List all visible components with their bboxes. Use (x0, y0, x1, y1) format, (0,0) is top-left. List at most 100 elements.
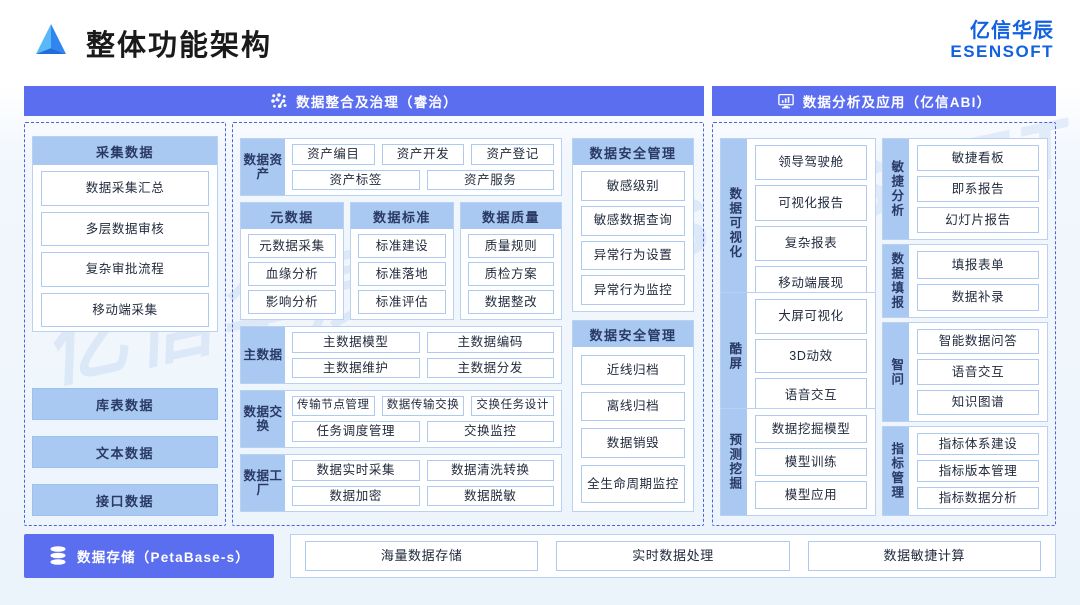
cell-adhoc-report[interactable]: 即系报告 (917, 176, 1039, 202)
cell-data-supplement[interactable]: 数据补录 (917, 283, 1039, 311)
cell-impact-analysis[interactable]: 影响分析 (248, 290, 336, 314)
group-master-data-label: 主数据 (241, 327, 285, 383)
brand-name-en: ESENSOFT (950, 42, 1054, 61)
cell-indicator-data-analysis[interactable]: 指标数据分析 (917, 487, 1039, 509)
group-data-security-2: 数据安全管理 近线归档 离线归档 数据销毁 全生命周期监控 (572, 320, 694, 512)
cell-anomaly-config[interactable]: 异常行为设置 (581, 240, 685, 271)
cell-indicator-version-mgmt[interactable]: 指标版本管理 (917, 460, 1039, 482)
cell-standard-landing[interactable]: 标准落地 (358, 262, 446, 286)
cell-complex-approval-flow[interactable]: 复杂审批流程 (41, 252, 209, 287)
cell-knowledge-graph[interactable]: 知识图谱 (917, 389, 1039, 415)
group-data-filling: 数据填报 填报表单 数据补录 (882, 244, 1048, 318)
group-metadata-header: 元数据 (241, 203, 343, 229)
group-data-security-1: 数据安全管理 敏感级别 敏感数据查询 异常行为设置 异常行为监控 (572, 138, 694, 312)
cell-multilevel-review[interactable]: 多层数据审核 (41, 211, 209, 246)
cell-anomaly-monitoring[interactable]: 异常行为监控 (581, 275, 685, 305)
cell-slide-report[interactable]: 幻灯片报告 (917, 207, 1039, 233)
cell-metadata-collection[interactable]: 元数据采集 (248, 234, 336, 258)
cell-data-masking[interactable]: 数据脱敏 (426, 485, 554, 506)
group-data-asset-label: 数据资产 (241, 139, 285, 195)
blue-prism-logo-icon (36, 24, 66, 54)
cell-large-screen-visual[interactable]: 大屏可视化 (755, 299, 867, 334)
bar-table-data[interactable]: 库表数据 (32, 388, 218, 420)
cell-mining-model[interactable]: 数据挖掘模型 (755, 415, 867, 443)
cell-leader-cockpit[interactable]: 领导驾驶舱 (755, 145, 867, 181)
section-header-governance-label: 数据整合及治理（睿治） (296, 95, 458, 110)
bar-interface-data[interactable]: 接口数据 (32, 484, 218, 516)
cell-realtime-collection[interactable]: 数据实时采集 (292, 460, 420, 481)
group-predictive-mining: 预测挖掘 数据挖掘模型 模型训练 模型应用 (720, 408, 876, 516)
cell-master-data-maintain[interactable]: 主数据维护 (292, 357, 420, 378)
cell-quality-rules[interactable]: 质量规则 (468, 234, 554, 258)
cell-exchange-monitoring[interactable]: 交换监控 (426, 420, 554, 442)
cell-voice-interaction-cool[interactable]: 语音交互 (755, 378, 867, 414)
cell-visual-report[interactable]: 可视化报告 (755, 185, 867, 221)
group-data-standard-header: 数据标准 (351, 203, 453, 229)
cell-massive-storage[interactable]: 海量数据存储 (305, 541, 539, 571)
cell-fill-form[interactable]: 填报表单 (917, 251, 1039, 279)
cell-realtime-processing[interactable]: 实时数据处理 (556, 541, 790, 571)
cell-master-data-coding[interactable]: 主数据编码 (426, 332, 554, 353)
cell-agile-dashboard[interactable]: 敏捷看板 (917, 145, 1039, 171)
group-data-exchange-label: 数据交换 (241, 391, 285, 447)
section-header-analytics: 数据分析及应用（亿信ABI） (712, 86, 1056, 116)
cell-complex-report[interactable]: 复杂报表 (755, 225, 867, 261)
bar-text-data[interactable]: 文本数据 (32, 436, 218, 468)
group-master-data: 主数据 主数据模型 主数据编码 主数据维护 主数据分发 (240, 326, 562, 384)
group-data-quality: 数据质量 质量规则 质检方案 数据整改 (460, 202, 562, 320)
cell-data-destruction[interactable]: 数据销毁 (581, 428, 685, 459)
cell-exchange-task-design[interactable]: 交换任务设计 (471, 396, 555, 416)
cell-model-application[interactable]: 模型应用 (755, 481, 867, 509)
cell-standard-assessment[interactable]: 标准评估 (358, 290, 446, 314)
cell-data-rectification[interactable]: 数据整改 (468, 290, 554, 314)
cell-model-training[interactable]: 模型训练 (755, 448, 867, 476)
cell-transfer-node-mgmt[interactable]: 传输节点管理 (292, 396, 375, 416)
cell-lineage-analysis[interactable]: 血缘分析 (248, 262, 336, 286)
cell-data-encryption[interactable]: 数据加密 (292, 485, 420, 506)
cell-sensitivity-level[interactable]: 敏感级别 (581, 171, 685, 201)
cell-asset-catalog[interactable]: 资产编目 (292, 144, 375, 165)
cell-sensitive-data-query[interactable]: 敏感数据查询 (581, 205, 685, 236)
cell-data-transfer-exchange[interactable]: 数据传输交换 (381, 396, 465, 416)
cell-asset-tag[interactable]: 资产标签 (292, 169, 420, 190)
cell-standard-construction[interactable]: 标准建设 (358, 234, 446, 258)
cell-master-data-model[interactable]: 主数据模型 (292, 332, 420, 353)
cell-indicator-system-build[interactable]: 指标体系建设 (917, 433, 1039, 455)
group-data-security-2-header: 数据安全管理 (573, 321, 693, 347)
group-indicator-mgmt: 指标管理 指标体系建设 指标版本管理 指标数据分析 (882, 426, 1048, 516)
cell-mobile-collection[interactable]: 移动端采集 (41, 292, 209, 327)
group-data-exchange: 数据交换 传输节点管理 数据传输交换 交换任务设计 任务调度管理 交换监控 (240, 390, 562, 448)
group-collect-data-header: 采集数据 (33, 137, 217, 165)
storage-layer: 数据存储（PetaBase-s） 海量数据存储 实时数据处理 数据敏捷计算 (24, 534, 1056, 578)
group-predictive-mining-label: 预测挖掘 (721, 409, 747, 515)
cell-asset-develop[interactable]: 资产开发 (381, 144, 465, 165)
cell-lifecycle-monitoring[interactable]: 全生命周期监控 (581, 465, 685, 503)
group-frame-governance (232, 122, 704, 526)
cell-cleansing-transform[interactable]: 数据清洗转换 (426, 460, 554, 481)
storage-items: 海量数据存储 实时数据处理 数据敏捷计算 (290, 534, 1056, 578)
brand-logo: 亿信华辰 ESENSOFT (950, 20, 1054, 61)
cell-task-schedule-mgmt[interactable]: 任务调度管理 (292, 420, 420, 442)
cell-asset-service[interactable]: 资产服务 (426, 169, 554, 190)
cell-3d-animation[interactable]: 3D动效 (755, 338, 867, 374)
group-data-quality-header: 数据质量 (461, 203, 561, 229)
cell-master-data-distribute[interactable]: 主数据分发 (426, 357, 554, 378)
group-agile-analysis: 敏捷分析 敏捷看板 即系报告 幻灯片报告 (882, 138, 1048, 240)
database-stack-icon (50, 546, 66, 565)
cell-data-collection-summary[interactable]: 数据采集汇总 (41, 171, 209, 206)
cell-nearline-archive[interactable]: 近线归档 (581, 355, 685, 385)
cell-offline-archive[interactable]: 离线归档 (581, 391, 685, 422)
cell-inspection-plan[interactable]: 质检方案 (468, 262, 554, 286)
group-smart-qa-label: 智问 (883, 323, 909, 421)
monitor-bar-chart-icon (777, 93, 794, 109)
cell-voice-interaction-qa[interactable]: 语音交互 (917, 359, 1039, 385)
cell-asset-register[interactable]: 资产登记 (471, 144, 555, 165)
group-smart-qa: 智问 智能数据问答 语音交互 知识图谱 (882, 322, 1048, 422)
dot-matrix-network-icon (271, 93, 287, 109)
group-frame-collect (24, 122, 226, 526)
storage-tag: 数据存储（PetaBase-s） (24, 534, 274, 578)
cell-agile-computing[interactable]: 数据敏捷计算 (807, 541, 1041, 571)
cell-smart-data-qa[interactable]: 智能数据问答 (917, 329, 1039, 355)
page-title: 整体功能架构 (86, 30, 273, 62)
